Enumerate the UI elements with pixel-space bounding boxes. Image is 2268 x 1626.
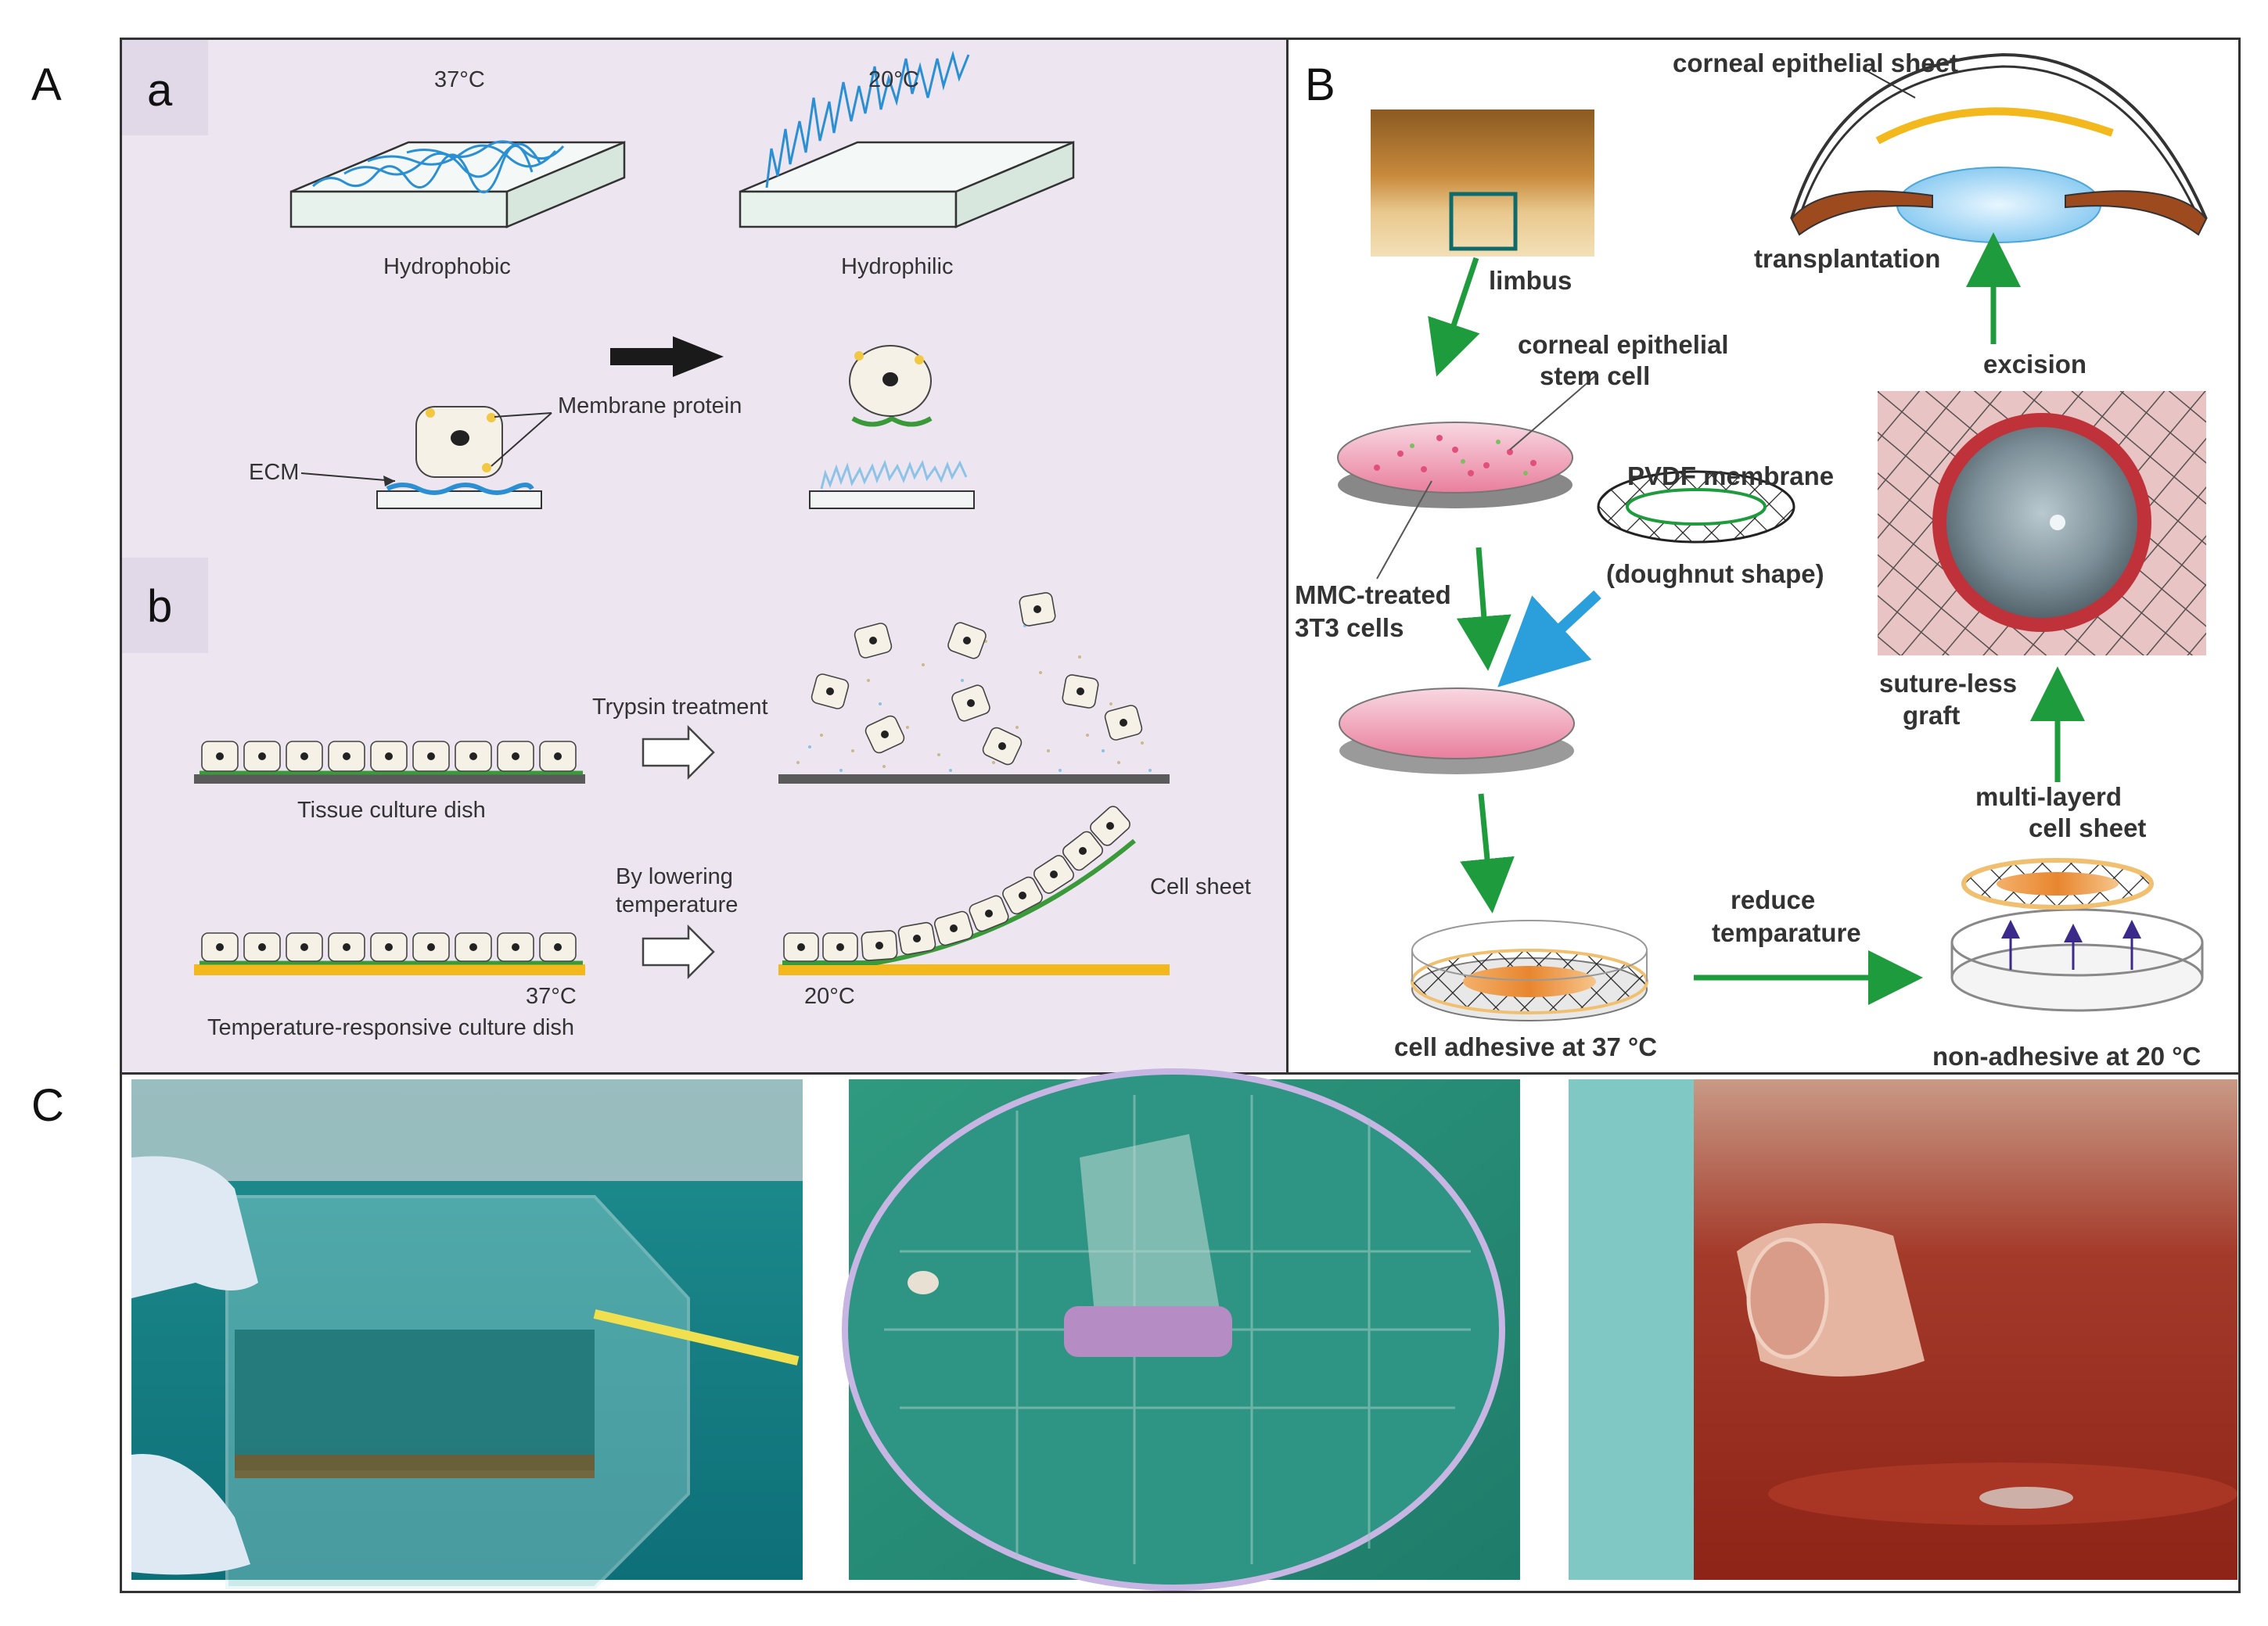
hydrophilic-label: Hydrophilic xyxy=(841,254,954,279)
hydrophilic-slab xyxy=(739,50,1075,228)
cell-sheet-label: Cell sheet xyxy=(1150,874,1251,899)
stem-cell-label-2: stem cell xyxy=(1540,361,1651,390)
pink-dish xyxy=(1339,687,1575,774)
tissue-dish-label: Tissue culture dish xyxy=(297,798,486,823)
reduce-label-1: reduce xyxy=(1731,885,1816,914)
limbus-label: limbus xyxy=(1489,266,1573,295)
membrane-protein-label: Membrane protein xyxy=(558,393,742,418)
lifting-cell-sheet xyxy=(778,806,1170,975)
eye-diagram xyxy=(1790,52,2208,243)
multi-layer-label-1: multi-layerd xyxy=(1975,782,2122,811)
arrow-dish-to-pink xyxy=(1456,547,1511,671)
mmc-label-2: 3T3 cells xyxy=(1295,613,1404,642)
cell-adhesive-label: cell adhesive at 37 °C xyxy=(1394,1032,1658,1061)
hydrophobic-label: Hydrophobic xyxy=(383,254,511,279)
tissue-dish-cells xyxy=(194,741,585,784)
transplantation-label: transplantation xyxy=(1754,244,1941,273)
sub-label-a: a xyxy=(147,65,173,116)
sheet-leader xyxy=(1865,70,1916,99)
mmc-label-1: MMC-treated xyxy=(1295,580,1451,609)
photo-flask xyxy=(131,1079,803,1589)
stem-cell-dish xyxy=(1337,422,1573,508)
panel-label-c: C xyxy=(31,1080,64,1131)
dish-temp-20-label: 20°C xyxy=(804,984,855,1009)
lowering-label-2: temperature xyxy=(616,892,739,917)
corneal-sheet-label: corneal epithelial sheet xyxy=(1673,48,1958,77)
non-adhesive-dish xyxy=(1950,858,2204,1012)
sutureless-label-2: graft xyxy=(1903,701,1961,730)
temp-responsive-dish-label: Temperature-responsive culture dish xyxy=(207,1015,575,1040)
arrow-pvdf-to-dish xyxy=(1497,590,1601,687)
trypsin-arrow xyxy=(642,724,715,781)
non-adhesive-label: non-adhesive at 20 °C xyxy=(1932,1042,2202,1071)
sutureless-label-1: suture-less xyxy=(1879,669,2018,698)
panel-label-a: A xyxy=(31,59,62,110)
ecm-label: ECM xyxy=(249,460,300,485)
limbus-box xyxy=(1449,192,1518,251)
detached-cell xyxy=(809,345,975,509)
trypsin-label: Trypsin treatment xyxy=(592,695,768,720)
pvdf-label: PVDF membrane xyxy=(1627,461,1835,490)
transition-arrow xyxy=(610,336,724,377)
graft-photo xyxy=(1878,391,2206,655)
lowering-arrow xyxy=(642,924,715,980)
pvdf-ring xyxy=(1597,470,1795,544)
arrow-limbus-to-dish xyxy=(1428,257,1480,377)
excision-label: excision xyxy=(1983,350,2087,379)
doughnut-label: (doughnut shape) xyxy=(1606,559,1824,588)
multi-layer-label-2: cell sheet xyxy=(2029,813,2147,842)
sub-label-b: b xyxy=(147,581,173,632)
sub-a-tab xyxy=(122,40,208,135)
adhesive-dish xyxy=(1411,920,1648,1021)
lowering-label-1: By lowering xyxy=(616,864,733,889)
hydrophobic-slab xyxy=(289,140,626,228)
arrow-pink-to-adhesive xyxy=(1460,793,1515,914)
dish-temp-37-label: 37°C xyxy=(526,984,577,1009)
panel-label-b: B xyxy=(1305,59,1335,110)
photo-tube xyxy=(1569,1079,2237,1580)
stem-cell-label-1: corneal epithelial xyxy=(1518,330,1729,359)
dispersed-cells xyxy=(778,592,1170,784)
temp-dish-cells xyxy=(194,932,585,975)
photo-petri xyxy=(842,1068,1520,1591)
attached-cell xyxy=(376,406,542,509)
sub-b-tab xyxy=(122,558,208,653)
temp-37-label: 37°C xyxy=(434,67,485,92)
temp-20-label: 20°C xyxy=(868,67,919,92)
reduce-label-2: temparature xyxy=(1712,918,1861,947)
limbus-photo xyxy=(1371,109,1594,257)
